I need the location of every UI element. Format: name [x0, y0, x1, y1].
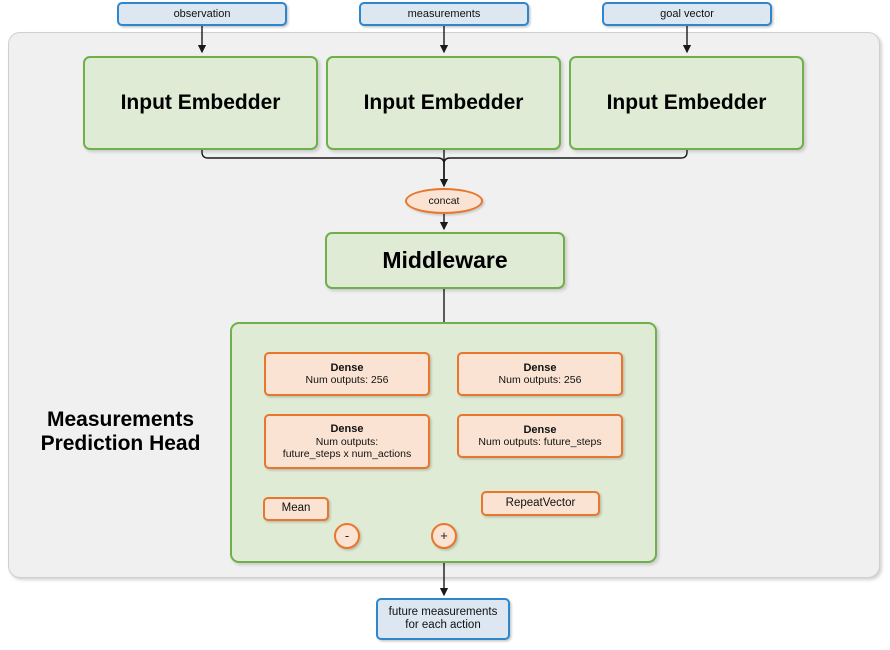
input-embedder-measurements[interactable]: Input Embedder: [326, 56, 561, 150]
dense-action-256-sub: Num outputs: 256: [305, 374, 389, 387]
mean-block[interactable]: Mean: [263, 497, 329, 521]
subtract-operator-label: -: [344, 527, 350, 543]
input-measurements-label: measurements: [407, 7, 481, 20]
page-title: Measurements Prediction Head: [18, 404, 223, 460]
dense-action-outputs-title: Dense: [330, 423, 364, 436]
dense-expectation-outputs[interactable]: Dense Num outputs: future_steps: [457, 414, 623, 458]
output-label-line1: future measurements: [388, 605, 498, 618]
mean-label: Mean: [281, 502, 311, 515]
concat-label: concat: [428, 194, 460, 207]
output-label-line2: for each action: [405, 619, 481, 631]
dense-action-outputs-sub1: Num outputs:: [315, 435, 379, 448]
input-observation-label: observation: [173, 7, 231, 20]
input-embedder-observation[interactable]: Input Embedder: [83, 56, 318, 150]
dense-expectation-256-title: Dense: [523, 361, 557, 374]
dense-action-outputs-sub2: future_steps x num_actions: [282, 447, 412, 460]
middleware-block[interactable]: Middleware: [325, 232, 565, 289]
input-embedder-goal-vector-label: Input Embedder: [606, 90, 767, 114]
input-observation[interactable]: observation: [117, 2, 287, 26]
middleware-label: Middleware: [382, 247, 508, 274]
dense-expectation-256[interactable]: Dense Num outputs: 256: [457, 352, 623, 396]
head-label-line2: Prediction Head: [40, 432, 201, 455]
dense-action-outputs[interactable]: Dense Num outputs: future_steps x num_ac…: [264, 414, 430, 469]
subtract-operator[interactable]: -: [334, 523, 360, 549]
head-label-line1: Measurements: [46, 407, 195, 431]
dense-expectation-outputs-title: Dense: [523, 423, 557, 436]
input-goal-vector-label: goal vector: [660, 7, 714, 20]
input-embedder-measurements-label: Input Embedder: [363, 90, 524, 114]
input-goal-vector[interactable]: goal vector: [602, 2, 772, 26]
concat-node[interactable]: concat: [405, 188, 483, 214]
dense-action-256[interactable]: Dense Num outputs: 256: [264, 352, 430, 396]
input-measurements[interactable]: measurements: [359, 2, 529, 26]
add-operator[interactable]: +: [431, 523, 457, 549]
dense-action-256-title: Dense: [330, 361, 364, 374]
dense-expectation-256-sub: Num outputs: 256: [498, 374, 582, 387]
input-embedder-observation-label: Input Embedder: [120, 90, 281, 114]
input-embedder-goal-vector[interactable]: Input Embedder: [569, 56, 804, 150]
add-operator-label: +: [440, 527, 448, 543]
repeat-vector-label: RepeatVector: [505, 496, 576, 509]
dense-expectation-outputs-sub1: Num outputs: future_steps: [478, 436, 602, 449]
repeat-vector-block[interactable]: RepeatVector: [481, 491, 600, 516]
output-future-measurements[interactable]: future measurements for each action: [376, 598, 510, 640]
